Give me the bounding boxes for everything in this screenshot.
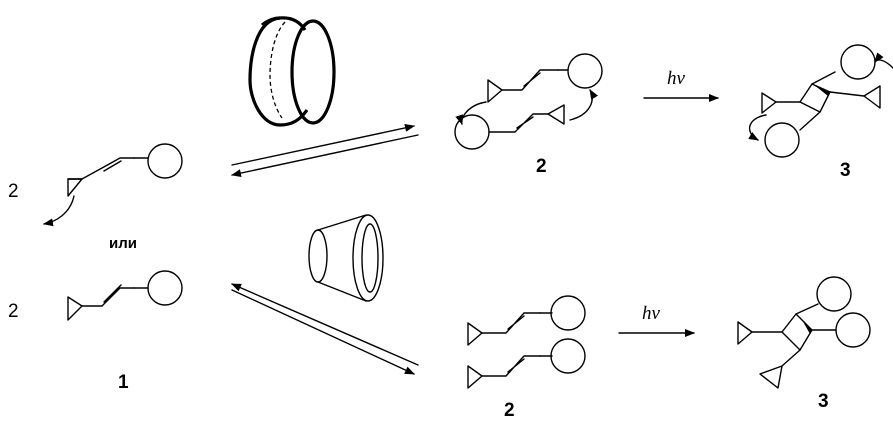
equilibrium-arrows-bottom: [231, 283, 419, 375]
dimer-top: [454, 53, 603, 150]
dimer-bottom: [467, 295, 586, 389]
multiplier-bottom: 2: [8, 301, 19, 322]
rotation-arrow-left: [43, 195, 75, 227]
multiplier-top: 2: [8, 181, 19, 202]
cyclobutane-product-top: [748, 44, 893, 158]
light-label-top: hν: [667, 68, 686, 89]
or-label: или: [109, 235, 137, 252]
host-cone-icon: [308, 214, 384, 302]
compound-label-2-bottom: 2: [504, 400, 515, 421]
compound-label-2-top: 2: [536, 156, 547, 177]
compound-label-3-bottom: 3: [818, 391, 829, 412]
monomer-top: [67, 143, 183, 197]
monomer-bottom: [67, 270, 183, 321]
host-capsule-icon: [248, 16, 336, 127]
compound-label-3-top: 3: [840, 160, 851, 181]
compound-label-1: 1: [118, 372, 129, 393]
cyclobutane-product-bottom: [737, 276, 871, 389]
equilibrium-arrows-top: [231, 123, 419, 178]
light-label-bottom: hν: [642, 303, 661, 324]
